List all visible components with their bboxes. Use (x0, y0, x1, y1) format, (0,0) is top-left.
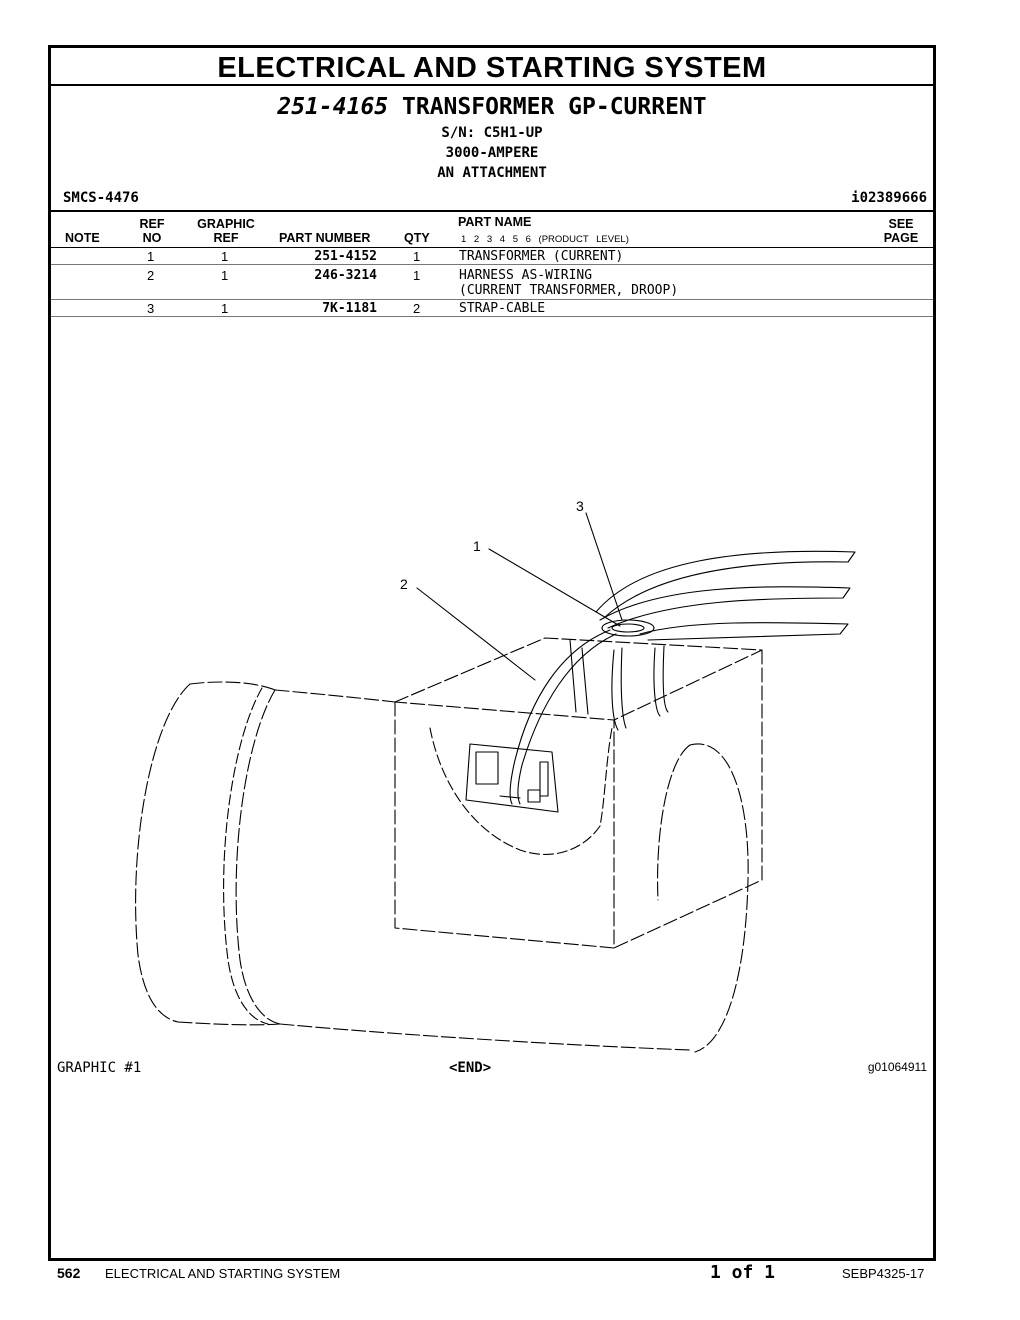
col-graphic-bottom: REF (213, 231, 239, 245)
page-of: 1 of 1 (710, 1262, 776, 1283)
table-top-rule (51, 210, 933, 212)
smcs-code: SMCS-4476 (63, 190, 139, 206)
part-number: 246-3214 (314, 268, 377, 283)
col-qty: QTY (404, 231, 430, 245)
footer-section: ELECTRICAL AND STARTING SYSTEM (105, 1266, 341, 1281)
parts-illustration: 1 2 3 (135, 498, 856, 1053)
page-number: 562 (57, 1265, 81, 1281)
serial-range: S/N: C5H1-UP (441, 125, 543, 141)
part-name: HARNESS AS-WIRING (459, 268, 593, 283)
graphic-ref: 1 (221, 249, 229, 264)
col-see-top: SEE (888, 217, 914, 231)
graphic-id: g01064911 (867, 1060, 927, 1074)
header-rule (51, 247, 933, 248)
callout-1: 1 (473, 538, 481, 554)
col-product-level: 1 2 3 4 5 6 (PRODUCT LEVEL) (461, 234, 629, 245)
callout-3: 3 (576, 498, 584, 514)
illustration-id: i02389666 (851, 190, 927, 206)
col-part-name: PART NAME (458, 215, 532, 229)
col-see-bottom: PAGE (883, 231, 919, 245)
col-ref-bottom: NO (142, 231, 162, 245)
callout-2: 2 (400, 576, 408, 592)
end-marker: <END> (449, 1060, 492, 1076)
group-name: TRANSFORMER GP-CURRENT (402, 94, 707, 120)
doc-id: SEBP4325-17 (842, 1266, 925, 1281)
col-note: NOTE (65, 231, 100, 245)
ref-no: 1 (147, 249, 155, 264)
rating: 3000-AMPERE (445, 145, 539, 161)
part-number: 251-4152 (314, 249, 377, 264)
row-rule (51, 299, 933, 300)
ref-no: 3 (147, 301, 155, 316)
page-frame: ELECTRICAL AND STARTING SYSTEM 251-4165 … (48, 45, 936, 1261)
row-rule (51, 316, 933, 317)
qty: 2 (413, 301, 421, 316)
group-title: 251-4165 TRANSFORMER GP-CURRENT (51, 94, 933, 120)
group-number: 251-4165 (277, 94, 389, 120)
part-name: TRANSFORMER (CURRENT) (459, 249, 624, 264)
section-title: ELECTRICAL AND STARTING SYSTEM (51, 48, 933, 86)
col-graphic-top: GRAPHIC (197, 217, 255, 231)
qty: 1 (413, 249, 421, 264)
ref-no: 2 (147, 268, 155, 283)
row-rule (51, 264, 933, 265)
graphic-label: GRAPHIC #1 (57, 1060, 142, 1076)
col-part-number: PART NUMBER (279, 231, 371, 245)
part-name-detail: (CURRENT TRANSFORMER, DROOP) (459, 283, 679, 298)
qty: 1 (413, 268, 421, 283)
part-name: STRAP-CABLE (459, 301, 546, 316)
graphic-ref: 1 (221, 301, 229, 316)
col-ref-top: REF (139, 217, 165, 231)
graphic-ref: 1 (221, 268, 229, 283)
attachment-type: AN ATTACHMENT (437, 165, 547, 181)
part-number: 7K-1181 (322, 301, 377, 316)
